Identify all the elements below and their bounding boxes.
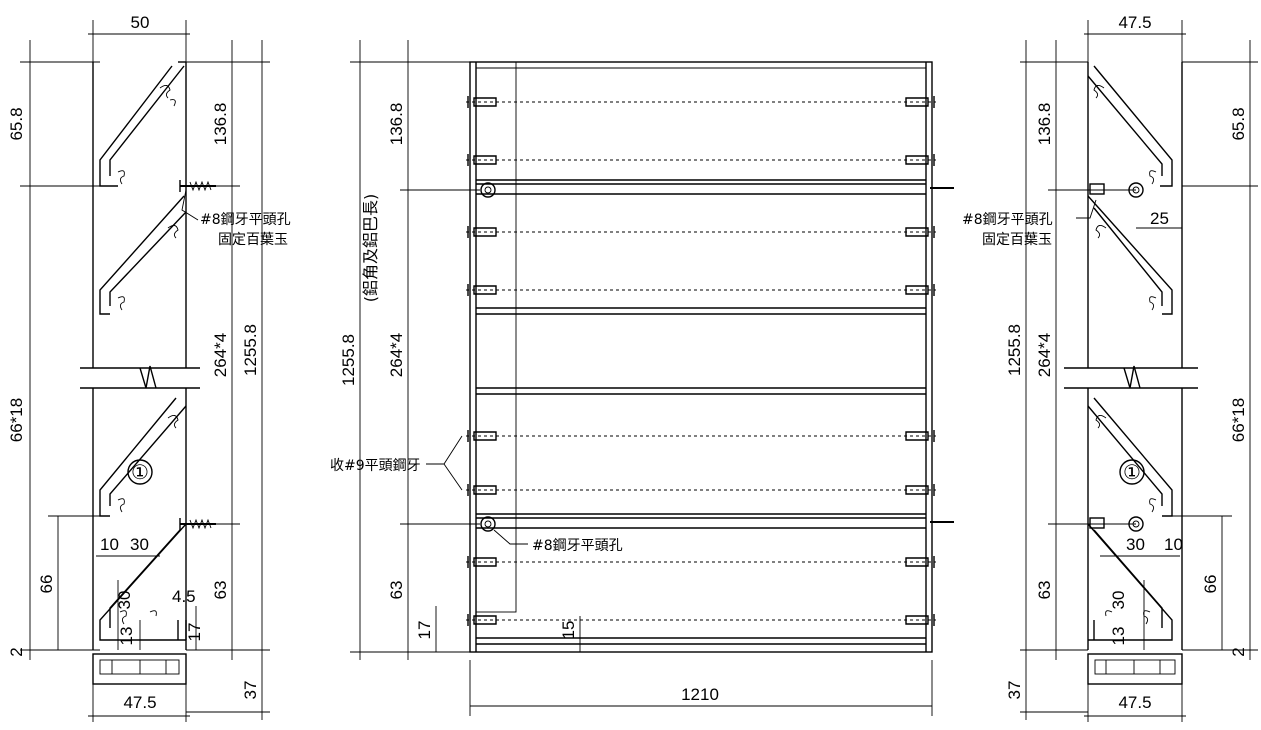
right-callout-line1: #8鋼牙平頭孔 [962,212,1053,228]
right-sill-channel [1087,653,1183,685]
right-dim-module: 264*4 [1035,333,1054,377]
left-dim-30v: 30 [115,591,134,610]
front-screw-lines [466,101,936,621]
right-dim-30: 30 [1126,535,1145,554]
right-dim-37: 37 [1005,681,1024,700]
front-side-angle [475,61,517,613]
left-fixing-screw-lower [179,518,216,530]
right-blade-mark-circle [1119,459,1145,485]
right-dim-10: 10 [1164,535,1183,554]
left-dim-overall: 1255.8 [241,324,260,376]
left-dim-4-5: 4.5 [172,587,196,606]
front-fixing-holes [480,182,496,532]
left-dim-count: 66*18 [7,398,26,442]
front-dim-63: 63 [387,581,406,600]
left-blade-2 [99,195,187,315]
right-dim-66: 66 [1201,575,1220,594]
left-dim-30h: 30 [130,535,149,554]
front-screw-heads [467,96,954,626]
right-dim-top-width: 47.5 [1118,13,1151,32]
left-blade-3 [99,397,187,517]
right-blade-1 [1087,65,1173,187]
front-hole-callout: #8鋼牙平頭孔 [532,538,623,554]
right-dim-overall: 1255.8 [1005,324,1024,376]
left-dim-module: 264*4 [211,333,230,377]
left-blade-mark-circle [127,459,153,485]
right-section-view: ① [962,13,1258,722]
right-dim-25: 25 [1150,209,1169,228]
left-dim-13: 13 [117,627,136,646]
front-blade-lines [476,67,926,645]
left-dim-bottom-width: 47.5 [123,693,156,712]
right-blade-3 [1087,397,1173,517]
left-callout-line1: #8鋼牙平頭孔 [200,212,291,228]
right-dim-63: 63 [1035,581,1054,600]
left-dimension-lines [20,20,270,722]
right-dim-2: 2 [1229,647,1248,656]
left-dim-top-width: 50 [131,13,150,32]
right-dim-count: 66*18 [1229,398,1248,442]
left-dim-37: 37 [241,681,260,700]
right-dim-screw-pitch: 136.8 [1035,103,1054,146]
front-screw-callout: 收#9平頭鋼牙 [330,458,421,474]
left-callout-line2: 固定百葉玉 [218,232,288,248]
front-dim-15: 15 [559,621,578,640]
left-blade-mark: ① [131,462,149,484]
front-dim-screw-pitch: 136.8 [387,103,406,146]
right-dim-13: 13 [1109,627,1128,646]
left-dim-top-pitch: 65.8 [7,107,26,140]
left-dim-17: 17 [185,623,204,642]
right-blade-2 [1087,195,1173,315]
left-dim-66: 66 [37,575,56,594]
front-dim-overall: 1255.8 [339,334,358,386]
left-section-view: ① [7,13,291,722]
front-dimension-lines [350,40,933,716]
left-dim-screw-pitch: 136.8 [211,103,230,146]
right-dim-bottom-width: 47.5 [1118,693,1151,712]
right-dim-top-pitch: 65.8 [1229,107,1248,140]
front-elevation-view: 1255.8 (鋁角及鋁巴長) 136.8 264*4 63 17 15 121… [330,40,954,716]
right-dimension-lines [1020,20,1258,722]
left-fixing-screw-upper [179,180,216,192]
left-dim-63: 63 [211,581,230,600]
left-dim-2: 2 [7,647,26,656]
front-dim-width: 1210 [681,685,719,704]
front-dim-module: 264*4 [387,333,406,377]
right-dim-30v: 30 [1109,591,1128,610]
right-blade-mark: ① [1123,462,1141,484]
left-dim-10: 10 [100,535,119,554]
right-callout-line2: 固定百葉玉 [982,232,1052,248]
left-blade-1 [99,65,185,187]
front-dim-note: (鋁角及鋁巴長) [361,194,380,303]
front-outer-frame [469,61,933,653]
left-sill-channel [92,653,187,685]
front-dim-17: 17 [415,621,434,640]
